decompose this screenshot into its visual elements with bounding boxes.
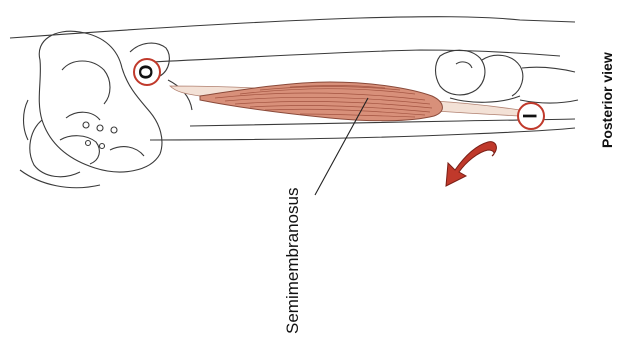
knee-outline (436, 50, 579, 103)
femur-outline (10, 17, 575, 140)
origin-marker: O (134, 59, 160, 85)
origin-marker-letter: O (137, 65, 158, 80)
muscle-label: Semimembranosus (283, 188, 303, 334)
insertion-marker-letter: I (521, 113, 542, 118)
view-label: Posterior view (599, 52, 615, 148)
action-arrow-icon (446, 142, 496, 186)
insertion-marker: I (518, 103, 544, 129)
pelvis-outline (20, 31, 192, 187)
